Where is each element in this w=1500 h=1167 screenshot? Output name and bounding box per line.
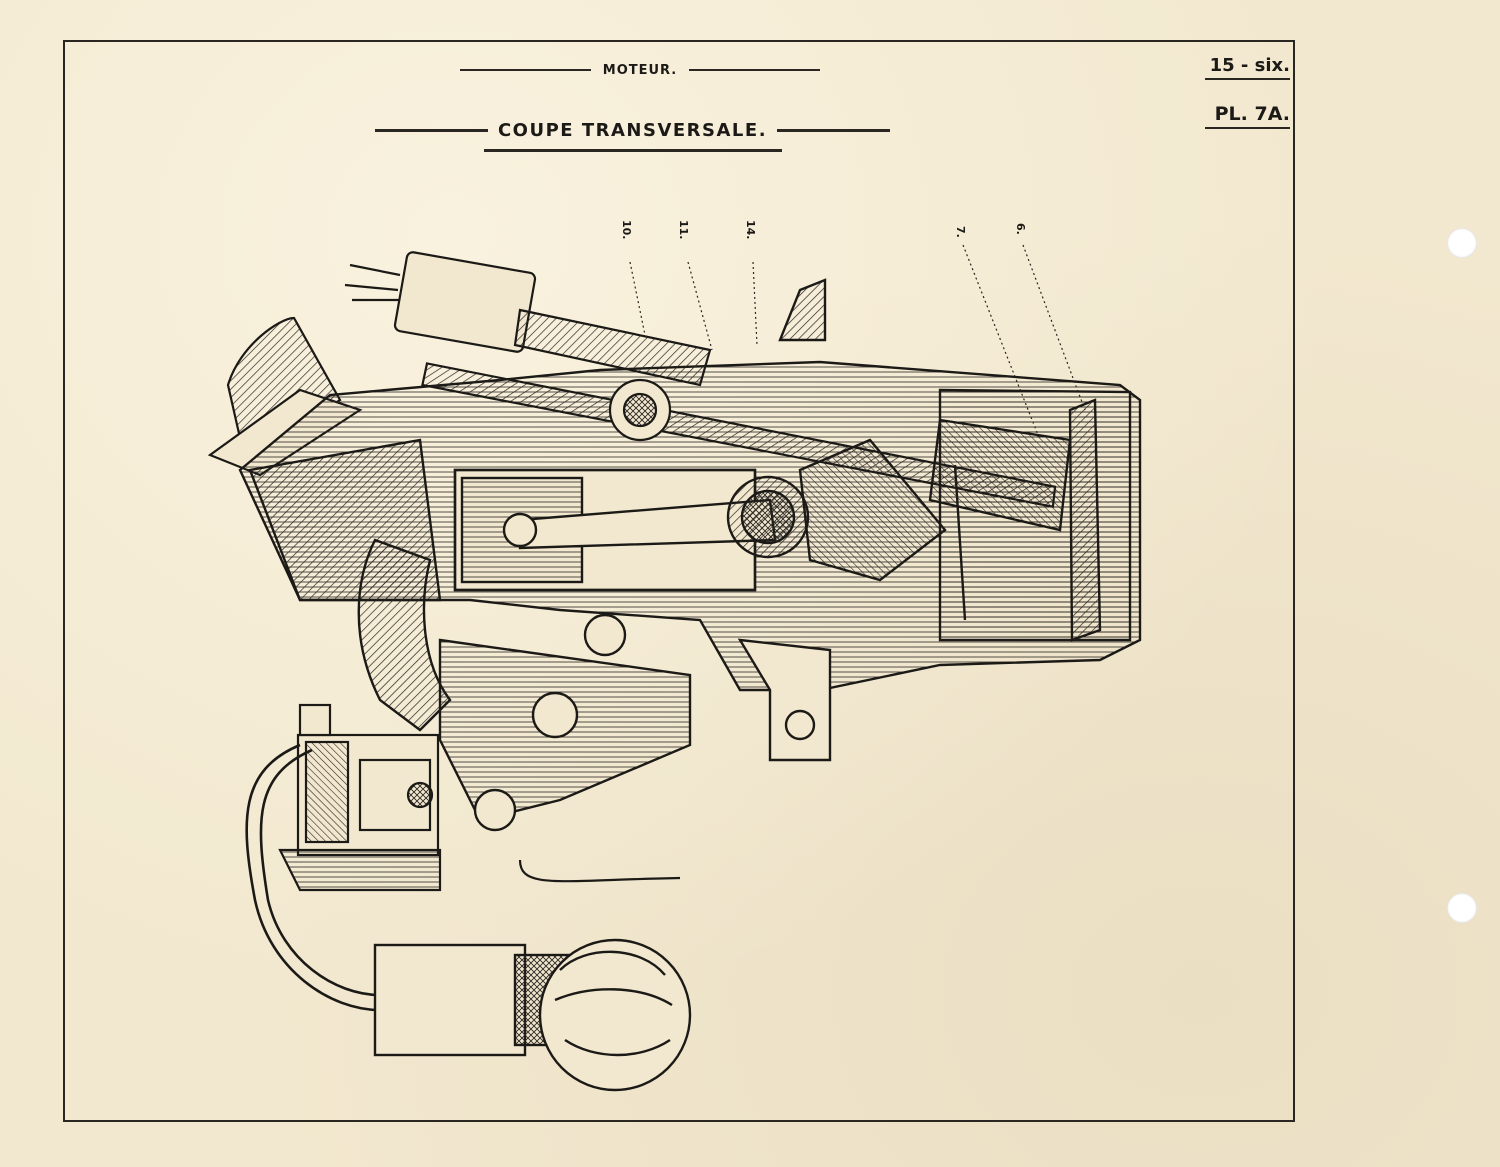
section-heading: MOTEUR. xyxy=(460,60,821,80)
carburettor xyxy=(278,703,681,892)
plate-border xyxy=(63,40,1295,1122)
section-label: MOTEUR. xyxy=(602,62,678,78)
gear-rod xyxy=(778,278,1072,621)
punch-hole-top xyxy=(1447,228,1477,258)
plate-number: PL. 7A. xyxy=(1205,103,1290,129)
air-filter xyxy=(373,938,692,1092)
distributor xyxy=(344,251,712,387)
engine-block xyxy=(238,360,1142,762)
title-underline xyxy=(484,149,782,152)
drawing-title: COUPE TRANSVERSALE. xyxy=(375,115,891,145)
fuel-line xyxy=(245,743,381,1012)
plate-code: 15 - six. xyxy=(1205,55,1290,80)
punch-hole-bottom xyxy=(1447,893,1477,923)
intake-manifold xyxy=(357,538,692,832)
drawing-title-label: COUPE TRANSVERSALE. xyxy=(497,119,768,141)
